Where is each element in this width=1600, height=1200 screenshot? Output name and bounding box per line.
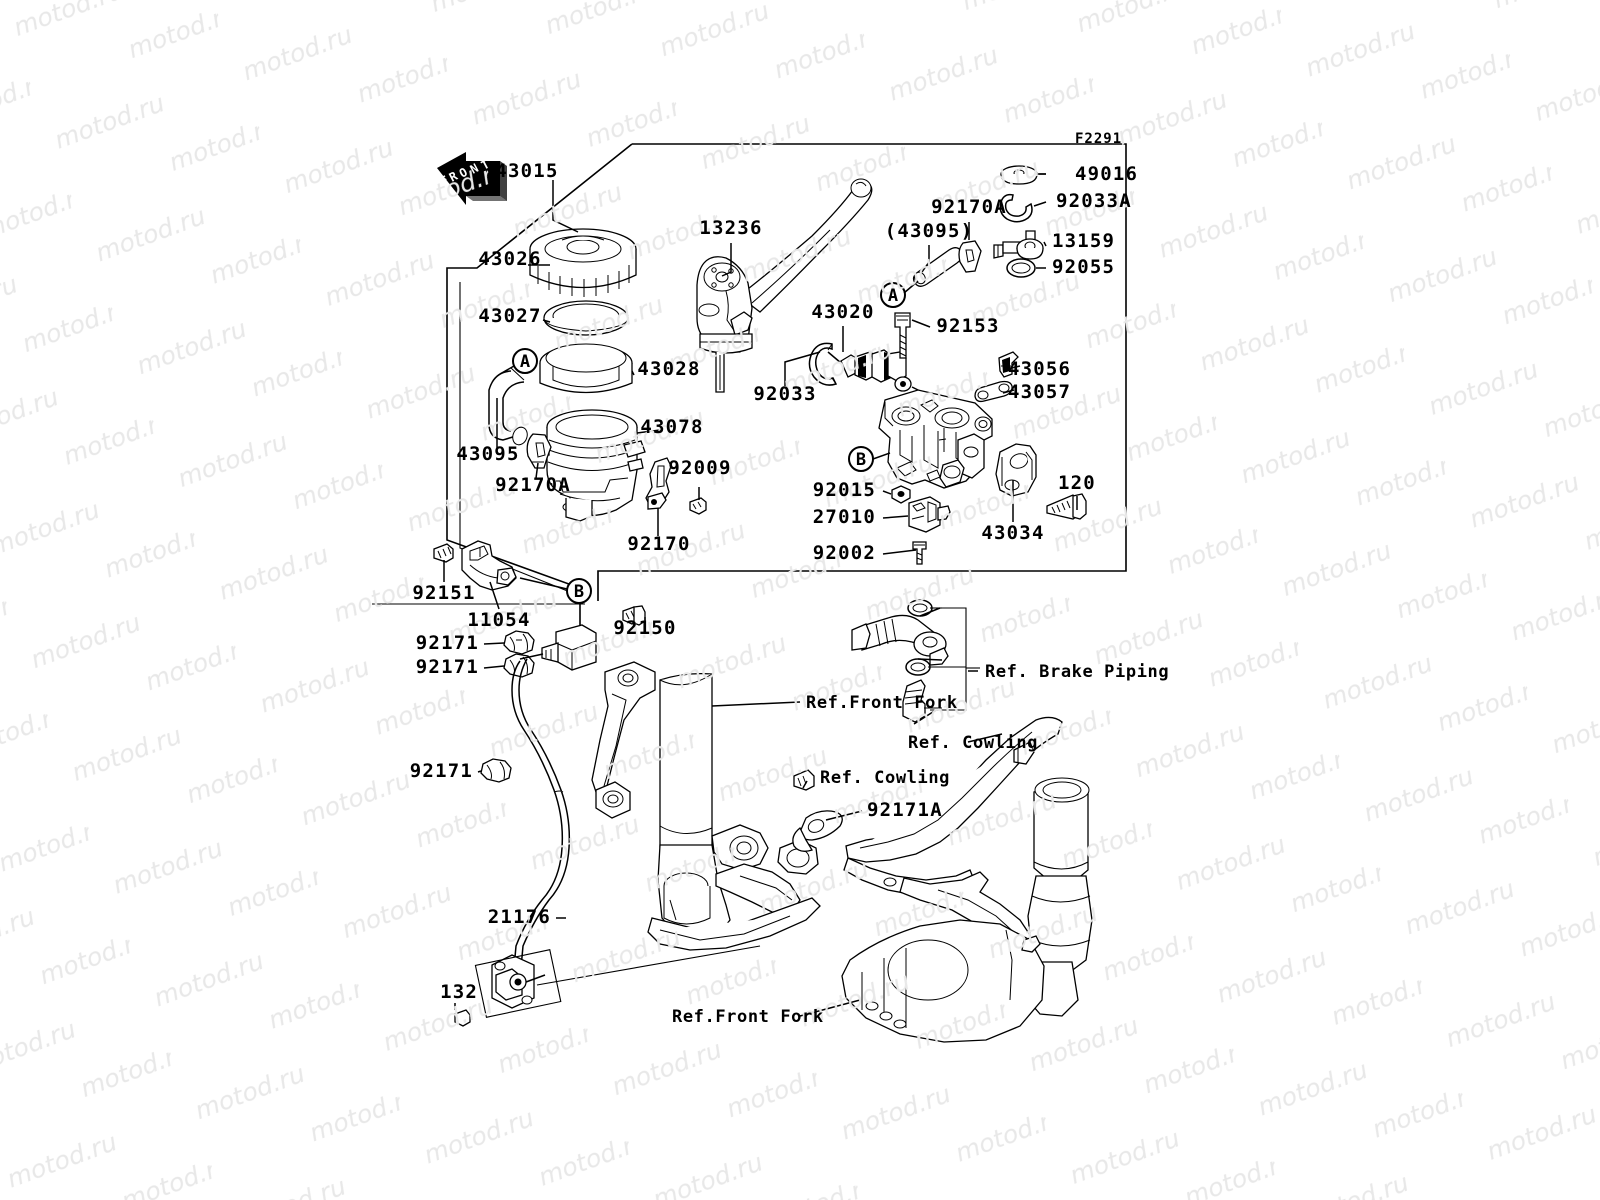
part-number-92015: 92015 xyxy=(813,479,876,501)
part-number-92170: 92170 xyxy=(627,533,690,555)
callout-b-bracket: B xyxy=(574,582,584,602)
part-number-43078: 43078 xyxy=(640,416,703,438)
part-number-92033: 92033 xyxy=(753,383,816,405)
part-number-92171-c: 92171 xyxy=(410,760,473,782)
part-number-43015: 43015 xyxy=(495,160,558,182)
part-number-92171-b: 92171 xyxy=(416,656,479,678)
part-number-21176: 21176 xyxy=(488,906,551,928)
callout-b-body: B xyxy=(856,450,866,470)
part-number-92033A: 92033A xyxy=(1056,190,1132,212)
part-number-43026: 43026 xyxy=(478,248,541,270)
ref-cowling-lower: Ref. Cowling xyxy=(820,768,950,788)
part-number-43028: 43028 xyxy=(637,358,700,380)
ref-cowling-upper: Ref. Cowling xyxy=(908,733,1038,753)
part-number-92171A: 92171A xyxy=(867,799,943,821)
part-number-92151: 92151 xyxy=(412,582,475,604)
part-number-92150: 92150 xyxy=(613,617,676,639)
part-number-11054: 11054 xyxy=(467,609,530,631)
part-number-120: 120 xyxy=(1058,472,1096,494)
part-number-49016: 49016 xyxy=(1075,163,1138,185)
part-number-43034: 43034 xyxy=(981,522,1044,544)
callout-a-tube: A xyxy=(888,286,898,306)
part-number-92002: 92002 xyxy=(813,542,876,564)
ref-front-fork-bottom: Ref.Front Fork xyxy=(672,1007,824,1027)
part-number-43095: 43095 xyxy=(456,443,519,465)
part-number-43095-alt: (43095) xyxy=(885,220,973,242)
part-number-92170A-left: 92170A xyxy=(495,474,571,496)
part-number-43020: 43020 xyxy=(811,301,874,323)
part-number-92009: 92009 xyxy=(668,457,731,479)
part-number-43056: 43056 xyxy=(1008,358,1071,380)
part-number-43057: 43057 xyxy=(1008,381,1071,403)
ref-front-fork-top: Ref.Front Fork xyxy=(806,693,958,713)
part-number-13159: 13159 xyxy=(1052,230,1115,252)
diagram-code: F2291 xyxy=(1075,131,1122,147)
ref-brake-piping: Ref. Brake Piping xyxy=(985,662,1169,682)
callout-a-hose: A xyxy=(520,352,530,372)
part-number-43027: 43027 xyxy=(478,305,541,327)
part-number-27010: 27010 xyxy=(813,506,876,528)
part-number-13236: 13236 xyxy=(699,217,762,239)
part-number-132: 132 xyxy=(440,981,478,1003)
part-number-92153: 92153 xyxy=(936,315,999,337)
part-number-92055: 92055 xyxy=(1052,256,1115,278)
part-number-92170A-right: 92170A xyxy=(931,196,1007,218)
part-number-92171-a: 92171 xyxy=(416,632,479,654)
